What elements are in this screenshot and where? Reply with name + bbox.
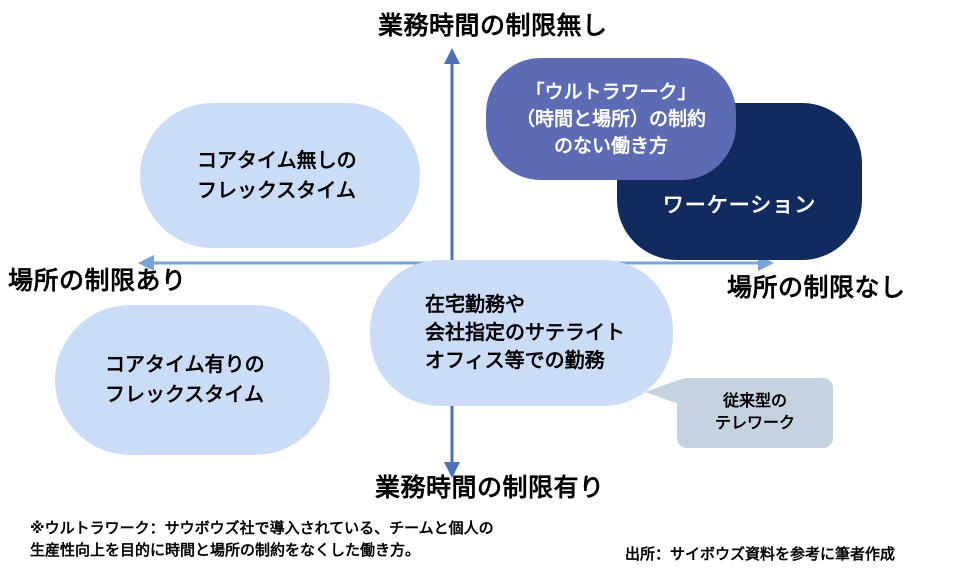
source-note: 出所：サイボウズ資料を参考に筆者作成: [625, 546, 896, 563]
axis-label-left: 場所の制限あり: [8, 267, 187, 295]
axis-label-right: 場所の制限なし: [727, 274, 906, 302]
bubble-ultrawork-line3: のない働き方: [553, 135, 668, 157]
bubble-conventional-telework: 従来型の テレワーク: [677, 378, 833, 448]
bubble-conventional-telework-line1: 従来型の: [722, 393, 787, 410]
bubble-conventional-telework-line2: テレワーク: [714, 415, 795, 432]
bubble-telework-center-line2: 会社指定のサテライト: [425, 322, 625, 344]
vertical-axis-arrowhead-bottom: [444, 462, 460, 478]
bubble-ultrawork-line1: 「ウルトラワーク」: [525, 81, 697, 103]
bubble-flex-with-core-time-line1: コアタイム有りの: [105, 354, 265, 376]
bubble-flex-with-core-time: コアタイム有りの フレックスタイム: [55, 305, 330, 455]
horizontal-axis-arrowhead-left: [138, 255, 154, 271]
axis-label-bottom: 業務時間の制限有り: [375, 474, 605, 502]
bubble-telework-center: 在宅勤務や 会社指定のサテライト オフィス等での勤務: [370, 260, 673, 406]
vertical-axis-arrowhead-top: [444, 48, 460, 64]
bubble-flex-with-core-time-line2: フレックスタイム: [105, 384, 264, 406]
bubble-telework-center-line1: 在宅勤務や: [425, 294, 525, 316]
bubble-ultrawork-line2: （時間と場所）の制約: [515, 108, 706, 130]
bubble-ultrawork: 「ウルトラワーク」 （時間と場所）の制約 のない働き方: [486, 58, 736, 180]
bubble-workation-label: ワーケーション: [662, 194, 817, 217]
bubble-flex-no-core-time-line2: フレックスタイム: [197, 179, 356, 202]
bubble-telework-center-line3: オフィス等での勤務: [425, 350, 605, 372]
footnote-line1: ※ウルトラワーク：サウボウズ社で導入されている、チームと個人の: [30, 520, 494, 537]
footnote-line2: 生産性向上を目的に時間と場所の制約をなくした働き方。: [30, 542, 421, 559]
bubble-flex-no-core-time: コアタイム無しの フレックスタイム: [140, 103, 420, 248]
bubble-flex-no-core-time-line1: コアタイム無しの: [197, 149, 357, 172]
axis-label-top: 業務時間の制限無し: [378, 12, 608, 40]
footnote: ※ウルトラワーク：サウボウズ社で導入されている、チームと個人の 生産性向上を目的…: [30, 518, 494, 562]
